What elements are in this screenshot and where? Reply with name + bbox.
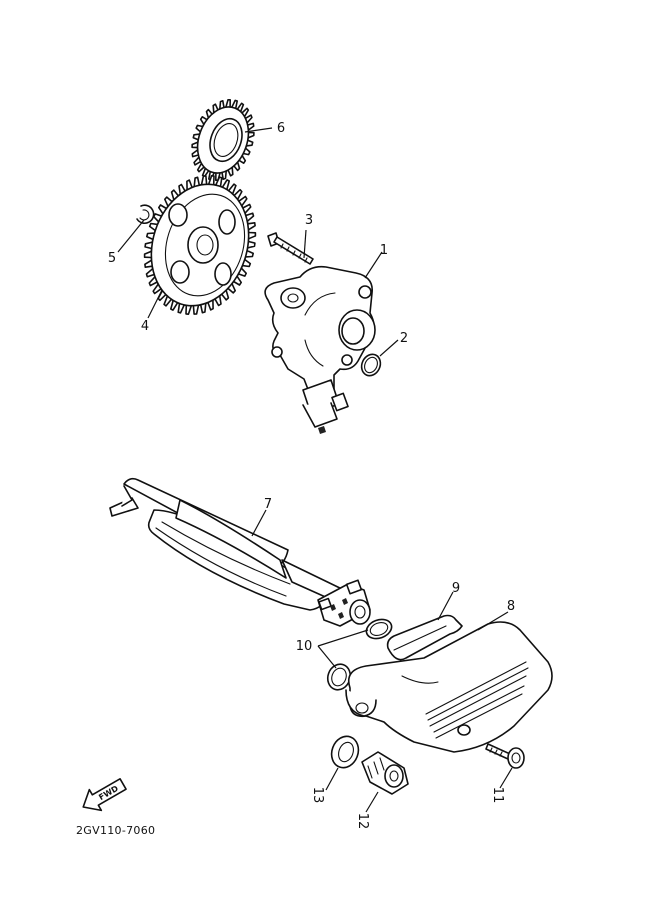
callout-7: 7 — [264, 497, 272, 512]
callout-6: 6 — [277, 121, 285, 136]
forward-arrow-icon: FWD — [82, 778, 127, 812]
callout-1: 1 — [380, 243, 388, 258]
circlip-part-5 — [136, 204, 155, 225]
oil-pump-part-1 — [264, 265, 376, 434]
callout-2: 2 — [400, 331, 408, 346]
bolt-part-11 — [485, 743, 525, 769]
filter-cover-part-8 — [345, 621, 553, 753]
callout-8: 8 — [507, 599, 515, 614]
callout-5: 5 — [108, 251, 116, 266]
callout-13: 13 — [310, 787, 325, 804]
washer-part-13 — [330, 735, 360, 769]
callout-4: 4 — [141, 319, 149, 334]
small-gear-part-6 — [191, 99, 255, 181]
large-gear-part-4 — [143, 175, 257, 315]
oil-strainer-part-7 — [109, 477, 371, 627]
callout-labels: 1 2 3 4 5 6 7 8 9 10 11 12 13 — [108, 121, 515, 829]
leader-lines — [117, 127, 513, 813]
callout-9: 9 — [452, 581, 460, 596]
callout-3: 3 — [305, 213, 313, 228]
gasket-part-9 — [386, 614, 463, 661]
drawing-code: 2GV110-7060 — [76, 824, 155, 837]
bolt-part-3 — [267, 232, 314, 265]
callout-10: 10 — [296, 639, 313, 654]
callout-11: 11 — [490, 787, 505, 804]
o-ring-part-2 — [360, 353, 382, 377]
drain-plug-part-12 — [361, 751, 409, 795]
o-ring-part-10 — [326, 618, 393, 691]
callout-12: 12 — [355, 813, 370, 830]
